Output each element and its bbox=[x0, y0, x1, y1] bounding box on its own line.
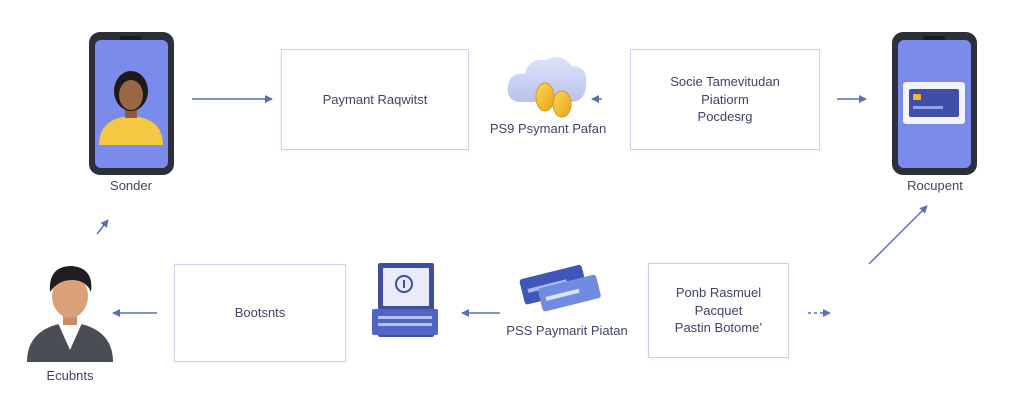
recipient-label: Rocupent bbox=[907, 178, 963, 193]
bank-document-icon bbox=[372, 263, 438, 337]
arrow-student-to-sender bbox=[96, 219, 109, 235]
psp-bottom-label: PSS Paymarit Piatan bbox=[506, 323, 628, 338]
secure-processing-line-3: Pocdesrg bbox=[697, 109, 753, 125]
sender-person-icon bbox=[99, 71, 163, 145]
secure-processing-line-1: Socie Tamevitudan bbox=[670, 74, 780, 90]
receipts-box: Bootsnts bbox=[174, 264, 346, 362]
cloud-coins-icon bbox=[507, 57, 587, 118]
fund-request-box: Ponb Rasmuel Pacquet Pastin Botome’ bbox=[648, 263, 789, 358]
sender-label: Sonder bbox=[110, 178, 152, 193]
payment-request-box: Paymant Raqwitst bbox=[281, 49, 469, 150]
payment-request-text: Paymant Raqwitst bbox=[322, 91, 428, 107]
recipient-card-icon bbox=[903, 82, 965, 124]
arrow-to-recipient-diagonal bbox=[868, 205, 928, 265]
receipts-text: Bootsnts bbox=[234, 305, 286, 321]
recipient-phone-icon bbox=[892, 32, 977, 175]
student-user-icon bbox=[27, 266, 113, 362]
fund-request-line-1: Ponb Rasmuel bbox=[675, 285, 762, 301]
secure-processing-box: Socie Tamevitudan Piatiorm Pocdesrg bbox=[630, 49, 820, 150]
psp-top-label: PS9 Psymant Pafan bbox=[489, 121, 607, 136]
secure-processing-line-2: Piatiorm bbox=[701, 91, 749, 107]
bank-card-icon bbox=[519, 264, 601, 312]
fund-request-line-3: Pastin Botome’ bbox=[674, 320, 763, 336]
fund-request-line-2: Pacquet bbox=[694, 302, 743, 318]
student-label: Ecubnts bbox=[46, 368, 94, 383]
sender-phone-icon bbox=[89, 32, 174, 175]
